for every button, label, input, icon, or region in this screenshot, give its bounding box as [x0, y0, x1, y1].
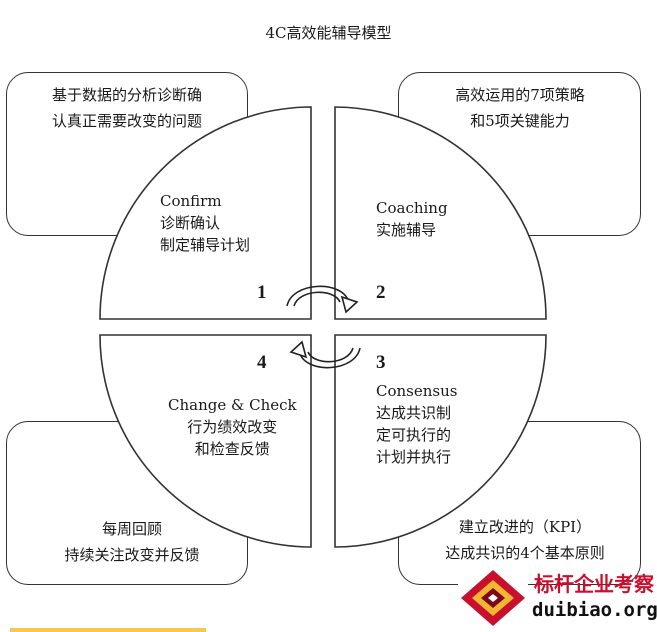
- diamond-logo-icon: [458, 568, 528, 628]
- box-top-left-line-2: 认真正需要改变的问题: [51, 112, 202, 130]
- quadrant-4-shape: [99, 334, 312, 548]
- quadrant-1-line-3: 制定辅导计划: [160, 236, 251, 254]
- watermark-cn: 标杆企业考察: [534, 572, 654, 596]
- quadrant-4-line-2: 行为绩效改变: [187, 418, 278, 436]
- quadrant-1-shape: [99, 106, 312, 320]
- quadrant-2-number: 2: [376, 282, 386, 303]
- box-top-right-text: 高效运用的7项策略 和5项关键能力: [402, 82, 638, 134]
- watermark-logo: 标杆企业考察 duibiao.org: [458, 568, 657, 628]
- box-top-right-line-2: 和5项关键能力: [470, 112, 570, 130]
- arrow-top-clockwise: [286, 285, 359, 314]
- quadrant-3-text: Consensus 达成共识制 定可执行的 计划并执行: [376, 380, 457, 468]
- quadrant-3-line-3: 定可执行的: [376, 426, 452, 444]
- quadrant-4-text: Change & Check 行为绩效改变 和检查反馈: [168, 394, 297, 460]
- quadrant-4-line-1: Change & Check: [168, 396, 297, 414]
- watermark-en: duibiao.org: [532, 599, 657, 621]
- quadrant-3-line-2: 达成共识制: [376, 404, 452, 422]
- box-bottom-left-line-1: 每周回顾: [101, 520, 162, 538]
- quadrant-1-line-1: Confirm: [160, 192, 222, 210]
- quadrant-2-text: Coaching 实施辅导: [376, 197, 448, 241]
- quadrant-1-number: 1: [257, 282, 267, 303]
- quadrant-3-shape: [334, 334, 547, 548]
- box-bottom-right-text: 建立改进的（KPI） 达成共识的4个基本原则: [412, 514, 638, 566]
- quadrant-2-line-1: Coaching: [376, 199, 448, 217]
- quadrant-4-line-3: 和检查反馈: [194, 440, 270, 458]
- arrow-bottom-clockwise: [289, 340, 361, 369]
- box-top-right-line-1: 高效运用的7项策略: [455, 86, 585, 104]
- bottom-accent-bar: [10, 628, 206, 632]
- quadrant-2-line-2: 实施辅导: [376, 221, 437, 239]
- quadrant-3-line-4: 计划并执行: [376, 448, 452, 466]
- quadrant-4-number: 4: [257, 352, 267, 373]
- box-bottom-right-line-2: 达成共识的4个基本原则: [445, 544, 605, 562]
- quadrant-1-line-2: 诊断确认: [160, 214, 221, 232]
- quadrant-2-shape: [334, 106, 547, 320]
- diagram-title: 4C高效能辅导模型: [265, 24, 392, 42]
- box-top-left-line-1: 基于数据的分析诊断确: [51, 86, 202, 104]
- box-top-left-text: 基于数据的分析诊断确 认真正需要改变的问题: [14, 82, 240, 134]
- box-bottom-left-line-2: 持续关注改变并反馈: [64, 546, 200, 564]
- quadrant-1-text: Confirm 诊断确认 制定辅导计划: [160, 190, 250, 256]
- box-bottom-left-text: 每周回顾 持续关注改变并反馈: [14, 516, 250, 568]
- quadrant-3-line-1: Consensus: [376, 382, 458, 400]
- box-bottom-right-line-1: 建立改进的（KPI）: [458, 518, 592, 536]
- quadrant-3-number: 3: [376, 352, 386, 373]
